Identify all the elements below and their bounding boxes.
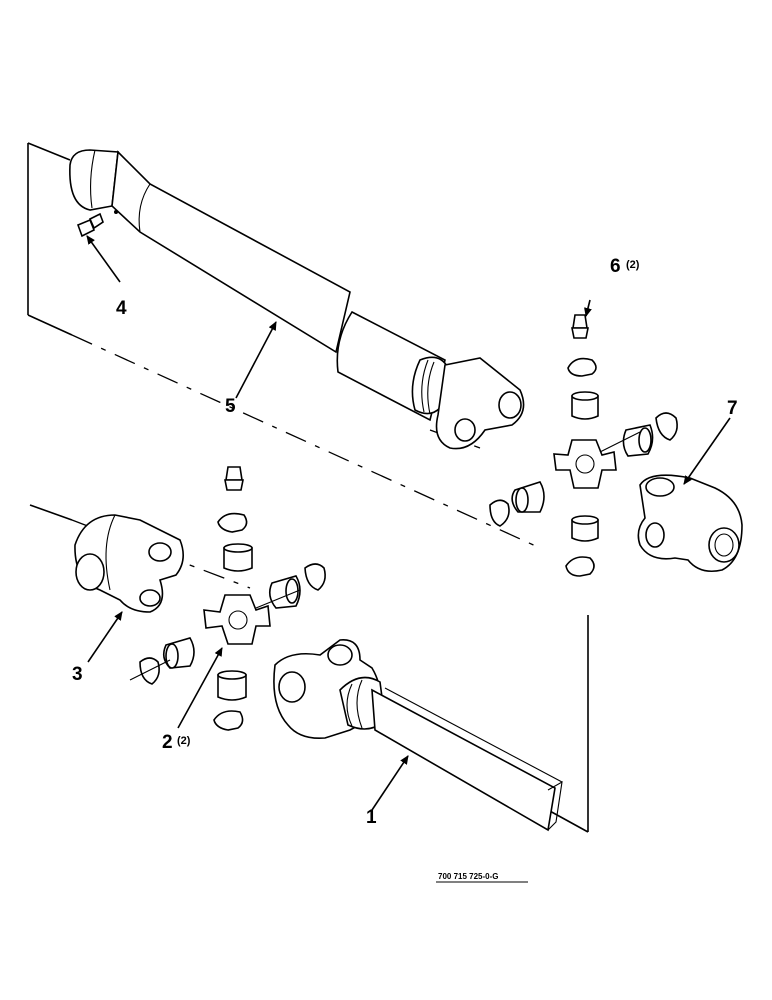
svg-text:(2): (2) bbox=[626, 259, 640, 271]
left-cross-kit bbox=[129, 466, 326, 731]
callout-7: 7 bbox=[727, 398, 738, 419]
callout-5: 5 bbox=[225, 396, 236, 417]
right-cross-kit bbox=[489, 314, 678, 577]
svg-text:2: 2 bbox=[162, 732, 173, 753]
callout-4: 4 bbox=[116, 298, 127, 319]
tube-assembly bbox=[69, 149, 525, 450]
svg-text:6: 6 bbox=[610, 256, 621, 277]
callout-6: 6 (2) bbox=[610, 256, 640, 277]
callout-2: 2 (2) bbox=[162, 732, 191, 753]
left-yoke bbox=[74, 514, 184, 613]
callout-1: 1 bbox=[366, 807, 377, 828]
shaft-yoke bbox=[273, 639, 563, 832]
svg-text:(2): (2) bbox=[177, 735, 191, 747]
callout-leaders bbox=[86, 235, 731, 811]
right-yoke bbox=[637, 474, 743, 573]
callout-3: 3 bbox=[72, 664, 83, 685]
drawing-reference-number: 700 715 725-0-G bbox=[438, 872, 499, 881]
